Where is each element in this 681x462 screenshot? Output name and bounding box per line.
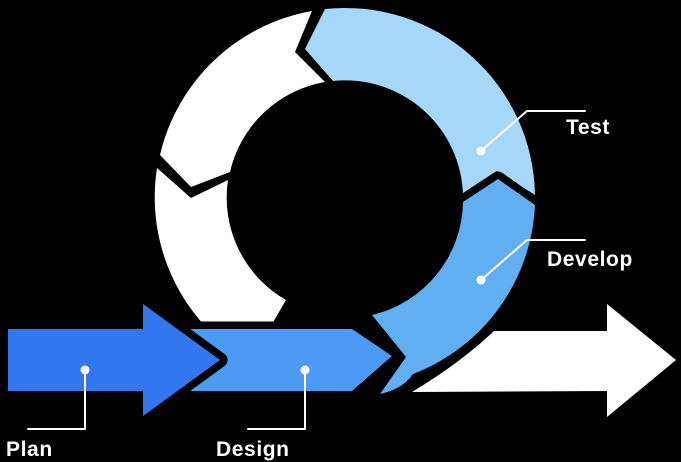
design-marker-dot <box>300 365 310 375</box>
exit-arrow <box>412 304 676 417</box>
test-label: Test <box>566 116 610 139</box>
develop-marker-dot <box>476 275 486 285</box>
plan-label: Plan <box>6 438 53 461</box>
test-segment <box>305 7 535 197</box>
design-label: Design <box>216 438 290 461</box>
loop-segment-white-bottom <box>154 168 286 362</box>
develop-label: Develop <box>547 248 633 271</box>
test-leader-line <box>480 110 586 152</box>
develop-leader-line <box>480 239 586 281</box>
develop-segment <box>372 179 535 394</box>
test-marker-dot <box>476 146 486 156</box>
loop-segment-white-top <box>160 11 325 187</box>
plan-leader-line <box>27 369 86 430</box>
plan-marker-dot <box>80 365 90 375</box>
plan-arrow <box>8 304 220 416</box>
design-leader-line <box>247 369 306 430</box>
